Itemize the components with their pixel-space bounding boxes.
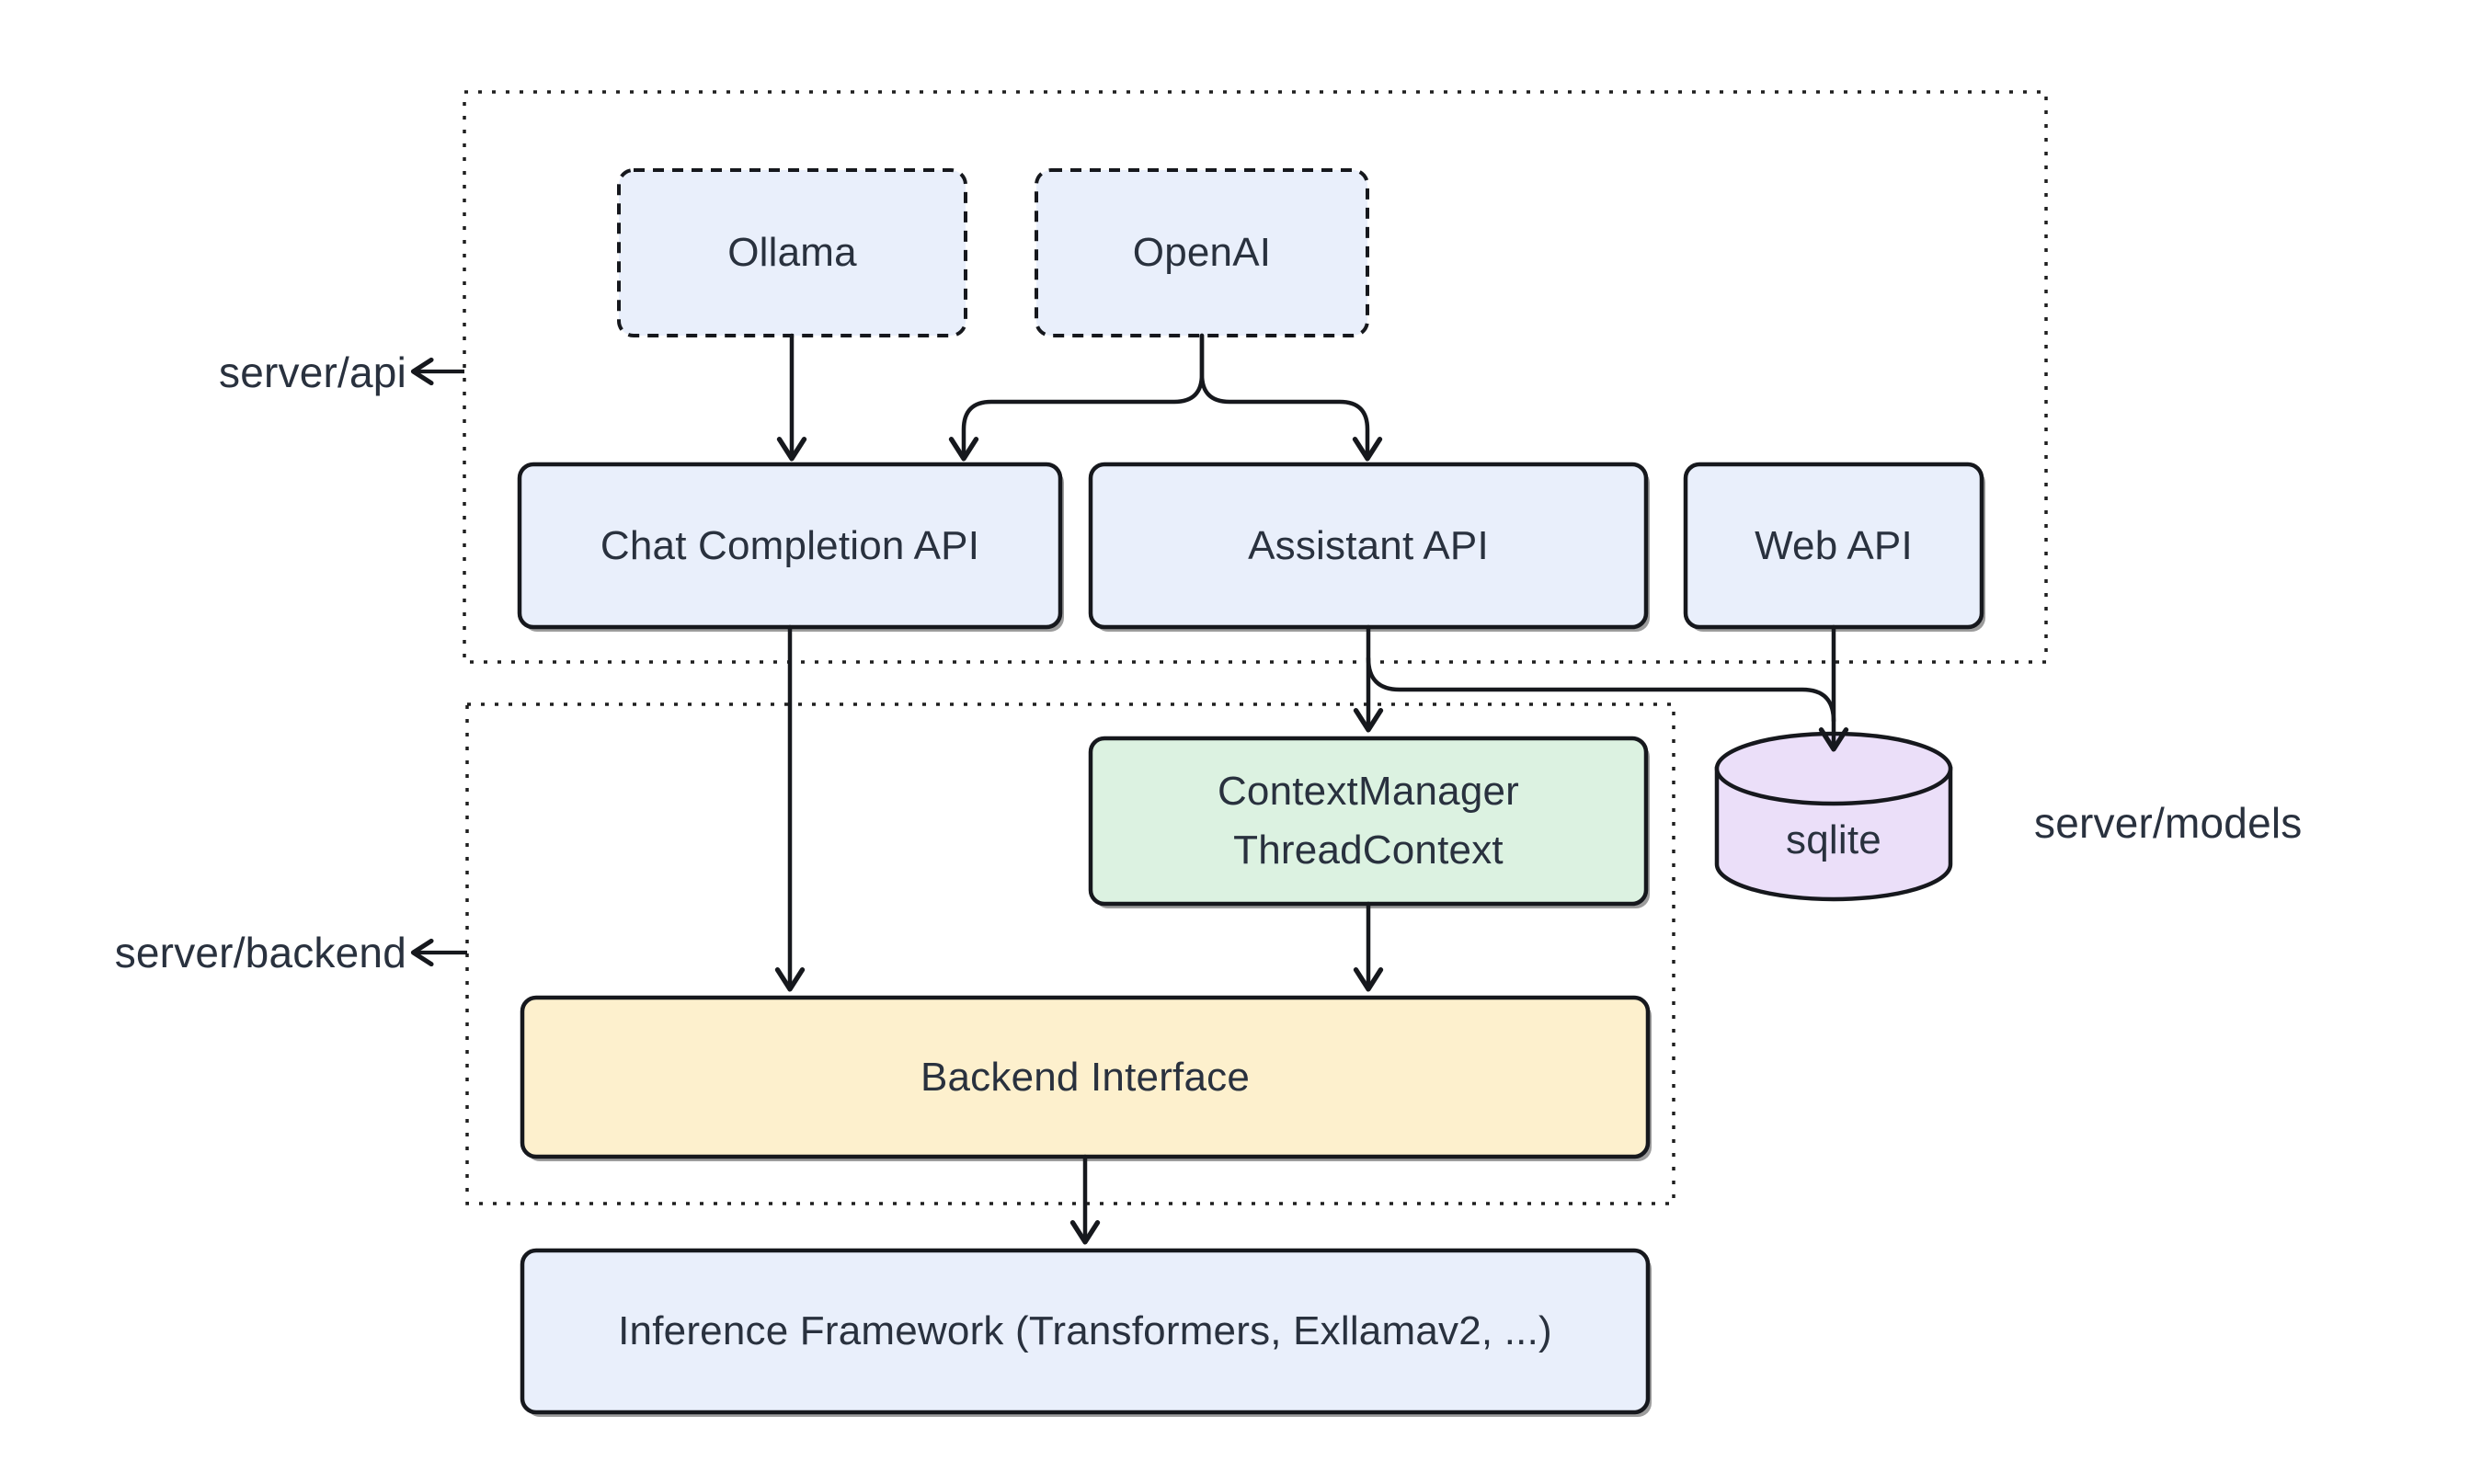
node-openai-box [1035, 168, 1369, 337]
node-web-api-box [1683, 462, 1984, 630]
node-context-manager-box [1088, 736, 1649, 907]
node-chat-completion-box [517, 462, 1063, 630]
edge-assistant-to-sqlite [1366, 656, 1836, 724]
edge-openai-to-assistant [1199, 333, 1383, 462]
node-ollama-box [617, 168, 967, 337]
node-backend-interface-box [520, 995, 1651, 1159]
node-assistant-box [1088, 462, 1649, 630]
database-cylinder-icon [1714, 731, 1953, 902]
edge-openai-to-chat-completion [948, 333, 1205, 462]
node-inference-framework-box [520, 1248, 1651, 1415]
